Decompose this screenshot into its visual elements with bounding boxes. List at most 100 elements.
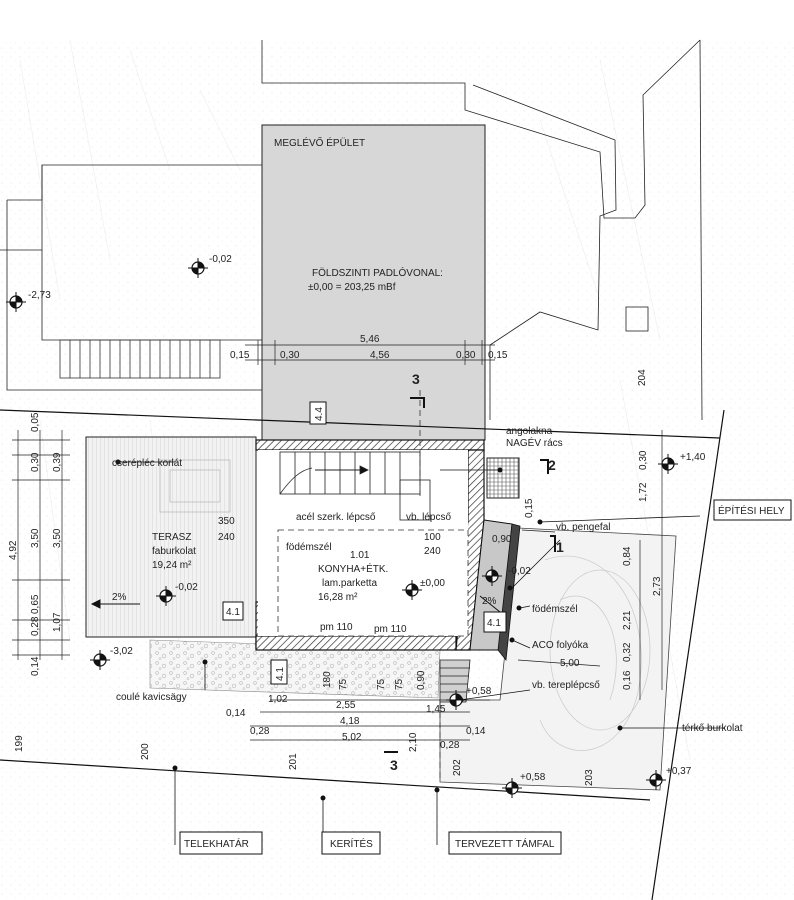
neighbour-stair (59, 339, 221, 379)
contour-203: 203 (584, 769, 595, 786)
level-markers (6, 258, 678, 798)
detail-boxes (222, 401, 507, 685)
section-1: 1 (556, 539, 564, 555)
dim-bot-145: 1,45 (426, 704, 446, 715)
dim-v75c: 75 (394, 678, 405, 690)
callout-boxes (179, 499, 792, 855)
label-kitchen-area: 16,28 m² (318, 592, 358, 603)
dim-v75b: 75 (376, 678, 387, 690)
dim-right-273: 2,73 (652, 576, 663, 596)
plot-boundary-line (0, 409, 721, 439)
callout-plot-boundary: TELEKHATÁR (184, 837, 249, 850)
section-marks (384, 397, 556, 753)
detail-41-bottom: 4.1 (275, 667, 286, 681)
level-bottom: +0,58 (520, 772, 546, 783)
label-kitchen-finish: lam.parketta (322, 578, 377, 589)
dim-right-500: 5,00 (560, 658, 580, 669)
label-ground-floor-level: ±0,00 = 203,25 mBf (308, 282, 396, 293)
level-left-top: -2,73 (28, 290, 51, 301)
dim-left-107: 1,07 (52, 612, 63, 632)
label-kitchen-name: KONYHA+ÉTK. (318, 562, 388, 575)
level-marker-symbol (482, 566, 502, 586)
section-3-top: 3 (412, 371, 420, 387)
label-rc-terrain-stair: vb. tereplépcső (532, 680, 600, 691)
slope-arrows (90, 595, 501, 613)
level-vb: -0,02 (508, 566, 531, 577)
dim-bot-502: 5,02 (342, 732, 362, 743)
new-building (255, 439, 521, 662)
dim-left-028: 0,28 (30, 616, 41, 636)
level-marker-symbol (658, 454, 678, 474)
paving-area (439, 527, 677, 791)
dim-top-a: 0,15 (230, 350, 250, 361)
dim-door-350: 350 (218, 516, 235, 527)
dim-door-240: 240 (218, 532, 235, 543)
label-grate: NAGÉV rács (506, 436, 563, 449)
label-rc-stair: vb. lépcső (406, 512, 451, 523)
dim-bot-014b: 0,14 (466, 726, 486, 737)
dim-top-b: 0,30 (280, 350, 300, 361)
dim-right-032: 0,32 (622, 642, 633, 662)
dim-bot-255: 2,55 (336, 700, 356, 711)
label-ceramic-railing: cserépléc korlát (112, 458, 182, 469)
level-kitchen: ±0,00 (420, 578, 445, 589)
label-pm-1: pm 110 (320, 622, 353, 633)
detail-44: 4.4 (314, 407, 325, 421)
dim-right-090: 0,90 (492, 534, 512, 545)
level-terrace: -0,02 (175, 582, 198, 593)
dim-v180: 180 (322, 671, 333, 688)
terrain-stair (439, 659, 471, 703)
dim-left-065: 0,65 (30, 594, 41, 614)
dim-bot-028b: 0,28 (440, 740, 460, 751)
level-right-top: +1,40 (680, 452, 706, 463)
dim-v090: 0,90 (416, 670, 427, 690)
level-marker-symbol (446, 690, 466, 710)
neighbour-outline (0, 39, 703, 421)
label-terrace: TERASZ (152, 532, 191, 543)
dim-left-014: 0,14 (30, 656, 41, 676)
level-marker-symbol (188, 258, 208, 278)
label-existing-building: MEGLÉVŐ ÉPÜLET (274, 135, 365, 149)
contour-201: 201 (288, 753, 299, 770)
detail-41-left: 4.1 (226, 607, 240, 618)
dim-top-total: 5,46 (360, 334, 380, 345)
dim-left-005: 0,05 (30, 412, 41, 432)
dim-left-030: 0,30 (30, 452, 41, 472)
label-paving: térkő burkolat (682, 723, 743, 734)
dim-right-084: 0,84 (622, 546, 633, 566)
label-slab-edge-right: födémszél (532, 604, 578, 615)
dim-left-350b: 3,50 (52, 528, 63, 548)
label-steel-stair: acél szerk. lépcső (296, 512, 376, 523)
dim-v75a: 75 (338, 678, 349, 690)
contour-202: 202 (452, 759, 463, 776)
contour-199: 199 (14, 735, 25, 752)
dim-right-221: 2,21 (622, 610, 633, 630)
existing-building (261, 124, 486, 441)
dim-right-172: 1,72 (638, 482, 649, 502)
dim-bot-102: 1,02 (268, 694, 288, 705)
dim-right-016: 0,16 (622, 670, 633, 690)
level-marker-symbol (402, 580, 422, 600)
dim-left-039: 0,39 (52, 452, 63, 472)
level-marker-symbol (502, 778, 522, 798)
callout-building-plot: ÉPÍTÉSI HELY (718, 504, 785, 517)
dim-top-e: 0,15 (488, 350, 508, 361)
dim-right-015: 0,15 (524, 498, 535, 518)
plot-boundary-right (651, 409, 725, 900)
label-light-well: angolakna (506, 426, 553, 437)
section-2: 2 (548, 457, 556, 473)
dim-left-492: 4,92 (8, 540, 19, 560)
section-3-bottom: 3 (390, 757, 398, 773)
label-terrace-area: 19,24 m² (152, 560, 192, 571)
dim-bot-418: 4,18 (340, 716, 360, 727)
label-aco-gutter: ACO folyóka (532, 640, 589, 651)
label-pm-2: pm 110 (374, 624, 407, 635)
callout-fence: KERÍTÉS (330, 837, 373, 850)
label-terrace-finish: faburkolat (152, 546, 196, 557)
label-slope-right: 2% (482, 596, 497, 607)
interior-dashed-outline (277, 390, 469, 637)
level-top: -0,02 (209, 254, 232, 265)
level-marker-symbol (646, 770, 666, 790)
level-left-bottom: -3,02 (110, 646, 133, 657)
